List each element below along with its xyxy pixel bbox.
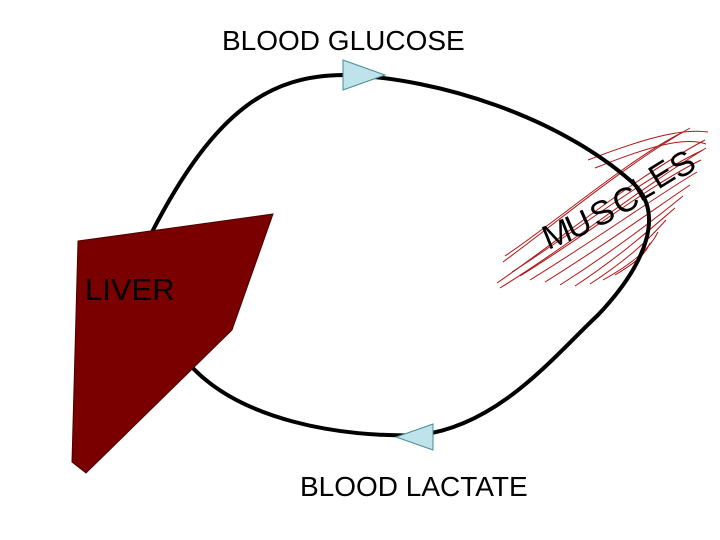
muscle-fiber-line	[519, 159, 702, 277]
cycle-loop-line	[150, 72, 651, 438]
muscle-fiber-line	[594, 141, 707, 169]
muscle-fiber-line	[529, 171, 698, 281]
muscle-fiber-line	[589, 219, 667, 285]
muscle-fiber-line	[502, 127, 691, 263]
muscle-fiber-line	[587, 130, 709, 161]
blood-glucose-label: BLOOD GLUCOSE	[222, 25, 465, 56]
muscle-fiber-line	[504, 131, 684, 257]
blood-lactate-label: BLOOD LACTATE	[300, 471, 528, 502]
liver-label: LIVER	[85, 272, 175, 307]
muscle-fiber-line	[544, 184, 691, 283]
lactate-direction-arrow-icon	[394, 423, 434, 451]
muscle-fiber-line	[559, 195, 684, 286]
muscle-fiber-line	[511, 149, 704, 273]
muscle-fiber-line	[574, 207, 676, 287]
liver-shape	[71, 213, 274, 474]
muscle-fiber-line	[499, 147, 707, 289]
glucose-direction-arrow-icon	[342, 59, 387, 91]
